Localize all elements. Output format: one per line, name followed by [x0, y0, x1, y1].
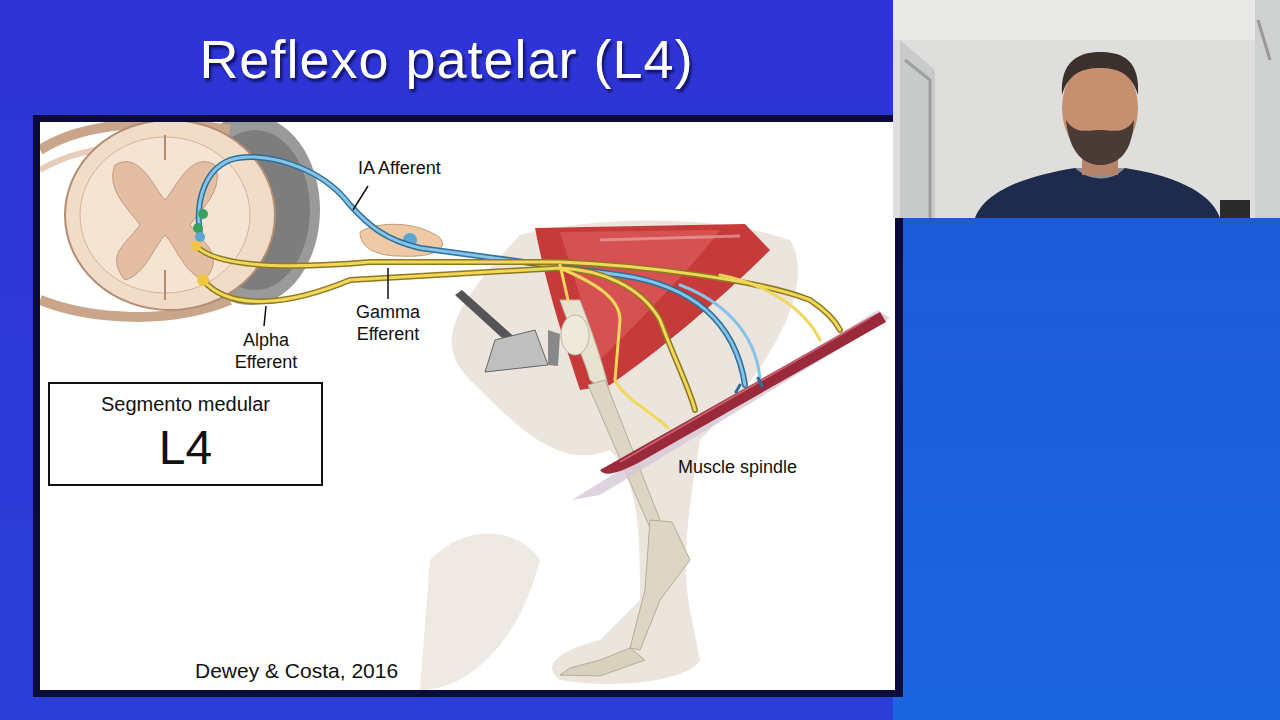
webcam-feed — [893, 0, 1280, 218]
ia-afferent-nerve-part — [680, 285, 760, 378]
box-heading: Segmento medular — [101, 393, 270, 416]
webcam-feed-part — [1258, 20, 1270, 60]
panel-part — [33, 115, 903, 697]
webcam-feed-part — [905, 60, 930, 218]
reflex-hammer — [455, 290, 560, 372]
bones — [560, 300, 690, 676]
neuron-dots-part — [193, 223, 203, 233]
efferent-nerves-part — [560, 265, 568, 300]
webcam-feed-part — [1066, 120, 1134, 165]
muscle-spindle-part — [620, 318, 870, 462]
spinal-cord — [40, 122, 320, 317]
webcam-feed-part — [893, 0, 1280, 40]
quadriceps-muscle-part — [600, 236, 740, 240]
webcam-feed-part — [1255, 0, 1280, 218]
slide-title: Reflexo patelar (L4) — [0, 28, 893, 90]
webcam-feed-part — [893, 0, 1280, 218]
ia-afferent-nerve-part — [736, 378, 762, 392]
bones-part — [630, 520, 690, 650]
leader-lines-part — [264, 306, 266, 326]
segment-box: Segmento medularL4 — [48, 382, 323, 486]
webcam-feed-part — [1220, 200, 1250, 218]
leg-silhouette-part — [420, 534, 540, 690]
structure-label: Muscle spindle — [678, 457, 797, 479]
spinal-cord-part — [164, 135, 166, 300]
efferent-nerves-part — [196, 246, 840, 330]
panel-part — [40, 122, 895, 690]
bones-part — [561, 315, 589, 355]
leader-lines-part — [387, 268, 389, 299]
webcam-feed-part — [1062, 52, 1138, 95]
nerve-label: Gamma Efferent — [340, 302, 436, 345]
neuron-dots-part — [197, 274, 209, 286]
nerve-label: Alpha Efferent — [218, 330, 314, 373]
muscle-spindle-part — [600, 312, 886, 474]
neuron-dots — [191, 209, 209, 286]
reflex-hammer-part — [485, 330, 548, 372]
efferent-nerves-part — [560, 268, 668, 428]
efferent-nerves-part — [720, 275, 820, 340]
spinal-cord-part — [65, 122, 275, 310]
segment-label: L4 — [159, 420, 212, 475]
neuron-dots-part — [195, 232, 205, 242]
leg-silhouette — [420, 221, 798, 690]
panel — [33, 115, 903, 697]
efferent-nerves-part — [196, 246, 840, 330]
webcam-feed-part — [975, 168, 1220, 218]
neuron-dots-part — [191, 241, 201, 251]
nerve-label: IA Afferent — [358, 158, 441, 180]
citation: Dewey & Costa, 2016 — [195, 658, 398, 683]
reflex-illustration — [40, 122, 890, 690]
neuron-dots-part — [198, 209, 208, 219]
webcam-feed-part — [900, 40, 935, 218]
reflex-hammer-part — [548, 330, 560, 366]
bones-part — [560, 648, 645, 676]
leader-lines-part — [353, 186, 368, 210]
